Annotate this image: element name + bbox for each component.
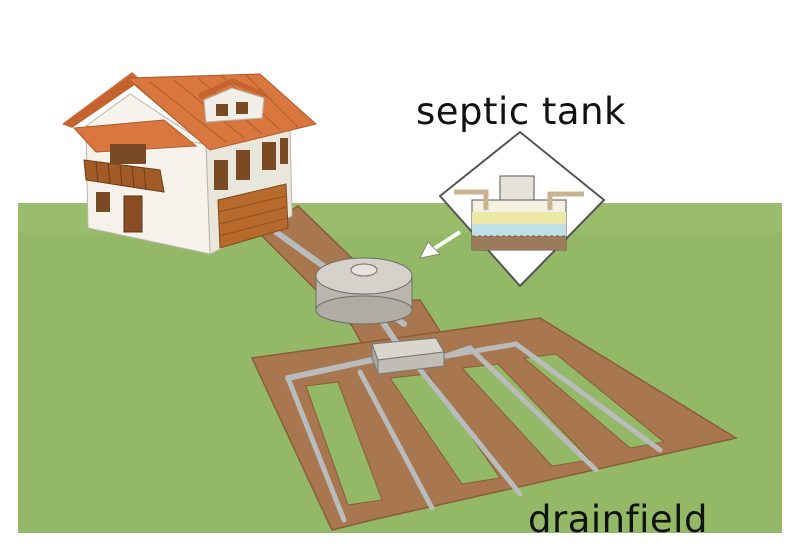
distribution-box [371,337,445,375]
septic-tank-label: septic tank [416,90,626,133]
drainfield-trenches [250,317,738,531]
inset-pointer-arrow [419,230,462,259]
septic-tank-cylinder [315,257,413,325]
house [62,72,318,255]
tank-cross-section-inset [439,131,605,287]
drainfield-label: drainfield [528,498,708,541]
